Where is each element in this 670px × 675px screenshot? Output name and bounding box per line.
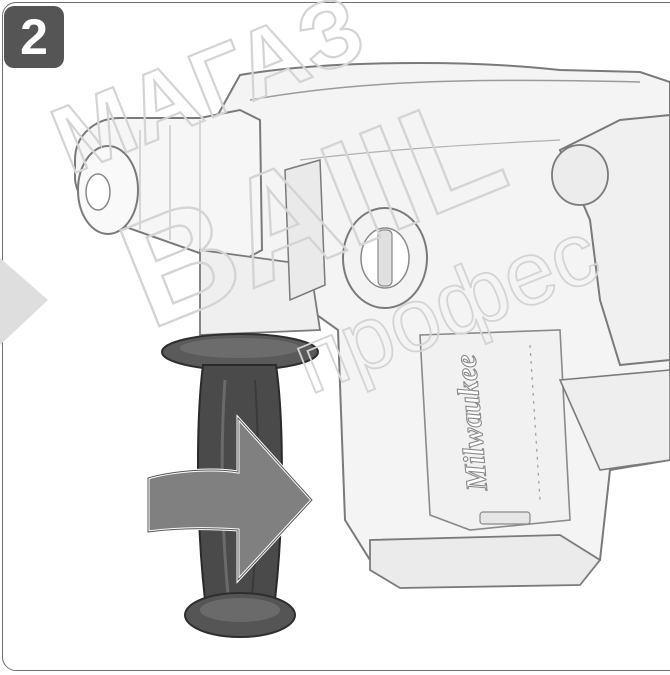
- trigger-area: [551, 144, 609, 206]
- tool-base: [369, 534, 602, 589]
- brand-panel: [419, 329, 571, 531]
- edge-marker-shape: [0, 258, 48, 345]
- battery-pack: [558, 369, 670, 471]
- step-number-badge: 2: [4, 6, 64, 68]
- step-number: 2: [20, 9, 48, 65]
